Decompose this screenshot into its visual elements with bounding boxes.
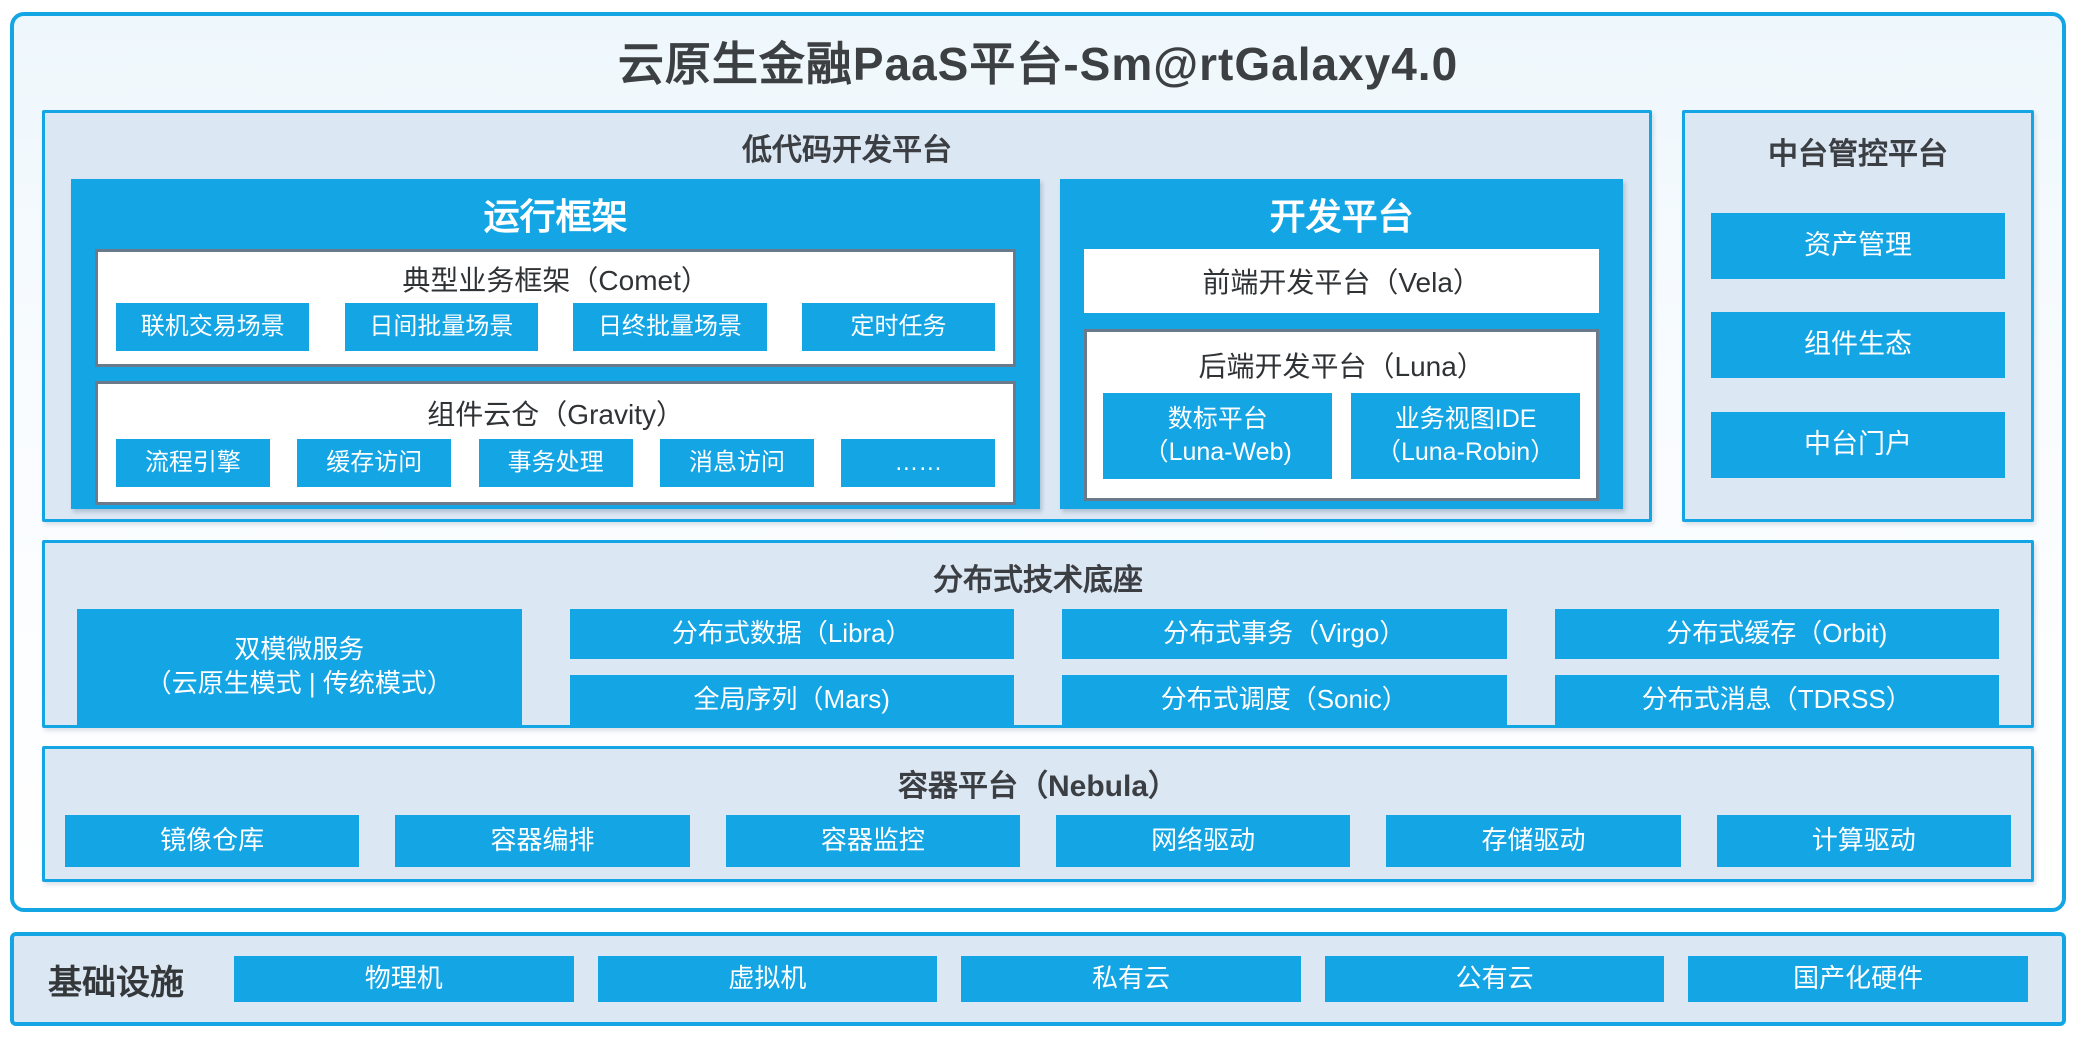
distributed-grid: 双模微服务 （云原生模式 | 传统模式） 分布式数据（Libra） 全局序列（M…: [77, 609, 1999, 725]
comet-items-row: 联机交易场景 日间批量场景 日终批量场景 定时任务: [116, 302, 996, 351]
container-items-row: 镜像仓库 容器编排 容器监控 网络驱动 存储驱动 计算驱动: [65, 815, 2011, 867]
dev-platform-title: 开发平台: [1269, 196, 1414, 237]
block-global-sequence: 全局序列（Mars): [569, 675, 1014, 725]
vela-frontend-box: 前端开发平台（Vela）: [1084, 249, 1599, 313]
block-luna-robin: 业务视图IDE （Luna-Robin）: [1351, 392, 1580, 479]
block-message-access: 消息访问: [660, 438, 814, 487]
infrastructure-items-row: 物理机 虚拟机 私有云 公有云 国产化硬件: [234, 956, 2028, 1002]
infrastructure-bar: 基础设施 物理机 虚拟机 私有云 公有云 国产化硬件: [10, 932, 2066, 1026]
luna-items-row: 数标平台 （Luna-Web) 业务视图IDE （Luna-Robin）: [1103, 392, 1580, 479]
block-compute-driver: 计算驱动: [1716, 815, 2011, 867]
block-cache-access: 缓存访问: [297, 438, 452, 487]
gravity-items-row: 流程引擎 缓存访问 事务处理 消息访问 ……: [116, 438, 996, 487]
block-image-registry: 镜像仓库: [65, 815, 360, 867]
comet-framework-title: 典型业务框架（Comet）: [402, 265, 709, 297]
block-midplatform-portal: 中台门户: [1711, 411, 2005, 478]
comet-framework-box: 典型业务框架（Comet） 联机交易场景 日间批量场景 日终批量场景 定时任务: [95, 249, 1017, 367]
block-daytime-batch: 日间批量场景: [344, 302, 539, 351]
block-public-cloud: 公有云: [1324, 956, 1665, 1002]
runtime-framework-box: 运行框架 典型业务框架（Comet） 联机交易场景 日间批量场景 日终批量场景 …: [71, 179, 1041, 509]
luna-robin-line1: 业务视图IDE: [1394, 405, 1537, 434]
midplatform-title: 中台管控平台: [1768, 138, 1948, 171]
block-container-orchestration: 容器编排: [395, 815, 690, 867]
midplatform-body: 资产管理 组件生态 中台门户: [1711, 179, 2005, 519]
block-process-engine: 流程引擎: [116, 438, 270, 487]
dual-mode-line1: 双模微服务: [234, 634, 365, 665]
block-distributed-cache: 分布式缓存（Orbit): [1554, 609, 1999, 659]
block-private-cloud: 私有云: [961, 956, 1301, 1002]
luna-web-line1: 数标平台: [1167, 405, 1268, 434]
top-row: 低代码开发平台 运行框架 典型业务框架（Comet） 联机交易场景 日间批量场景…: [42, 110, 2034, 522]
block-endofday-batch: 日终批量场景: [573, 302, 767, 351]
distributed-base-title: 分布式技术底座: [933, 564, 1143, 597]
runtime-framework-title: 运行框架: [483, 196, 628, 237]
platform-frame: 云原生金融PaaS平台-Sm@rtGalaxy4.0 低代码开发平台 运行框架 …: [10, 12, 2066, 912]
midplatform-panel: 中台管控平台 资产管理 组件生态 中台门户: [1682, 110, 2034, 522]
luna-backend-box: 后端开发平台（Luna） 数标平台 （Luna-Web) 业务视图IDE （Lu…: [1084, 329, 1599, 501]
block-virtual-machine: 虚拟机: [597, 956, 938, 1002]
block-luna-web: 数标平台 （Luna-Web): [1103, 392, 1333, 479]
block-storage-driver: 存储驱动: [1386, 815, 1681, 867]
block-distributed-message: 分布式消息（TDRSS）: [1554, 675, 1999, 725]
luna-robin-line2: （Luna-Robin）: [1375, 437, 1556, 466]
block-component-ecosystem: 组件生态: [1711, 312, 2005, 378]
luna-web-line2: （Luna-Web): [1143, 437, 1292, 466]
block-online-transaction: 联机交易场景: [116, 302, 310, 351]
distributed-base-panel: 分布式技术底座 双模微服务 （云原生模式 | 传统模式） 分布式数据（Libra…: [42, 540, 2034, 728]
block-container-monitoring: 容器监控: [725, 815, 1020, 867]
block-asset-management: 资产管理: [1711, 212, 2005, 279]
lowcode-platform-body: 运行框架 典型业务框架（Comet） 联机交易场景 日间批量场景 日终批量场景 …: [71, 179, 1623, 509]
distributed-col-1: 分布式数据（Libra） 全局序列（Mars): [569, 609, 1014, 725]
block-scheduled-task: 定时任务: [801, 302, 996, 351]
lowcode-platform-panel: 低代码开发平台 运行框架 典型业务框架（Comet） 联机交易场景 日间批量场景…: [42, 110, 1652, 522]
distributed-col-2: 分布式事务（Virgo） 分布式调度（Sonic）: [1062, 609, 1507, 725]
block-domestic-hardware: 国产化硬件: [1688, 956, 2028, 1002]
luna-backend-title: 后端开发平台（Luna）: [1198, 351, 1485, 383]
block-network-driver: 网络驱动: [1055, 815, 1351, 867]
block-dual-mode-microservice: 双模微服务 （云原生模式 | 传统模式）: [77, 609, 522, 725]
container-platform-panel: 容器平台（Nebula） 镜像仓库 容器编排 容器监控 网络驱动 存储驱动 计算…: [42, 746, 2034, 882]
block-physical-machine: 物理机: [234, 956, 574, 1002]
dev-platform-box: 开发平台 前端开发平台（Vela） 后端开发平台（Luna） 数标平台 （Lun…: [1060, 179, 1623, 509]
distributed-col-dualmode: 双模微服务 （云原生模式 | 传统模式）: [77, 609, 522, 725]
infrastructure-label: 基础设施: [48, 963, 184, 1002]
distributed-col-3: 分布式缓存（Orbit) 分布式消息（TDRSS）: [1554, 609, 1999, 725]
page-title: 云原生金融PaaS平台-Sm@rtGalaxy4.0: [617, 38, 1459, 90]
dual-mode-line2: （云原生模式 | 传统模式）: [145, 668, 453, 698]
block-distributed-scheduling: 分布式调度（Sonic）: [1062, 675, 1507, 725]
block-transaction-processing: 事务处理: [478, 438, 633, 487]
block-ellipsis: ……: [841, 438, 996, 487]
container-platform-title: 容器平台（Nebula）: [897, 770, 1179, 803]
block-distributed-data: 分布式数据（Libra）: [569, 609, 1014, 659]
gravity-warehouse-box: 组件云仓（Gravity） 流程引擎 缓存访问 事务处理 消息访问 ……: [95, 381, 1017, 505]
block-distributed-transaction: 分布式事务（Virgo）: [1062, 609, 1507, 659]
gravity-warehouse-title: 组件云仓（Gravity）: [427, 399, 684, 431]
lowcode-platform-title: 低代码开发平台: [742, 134, 952, 167]
